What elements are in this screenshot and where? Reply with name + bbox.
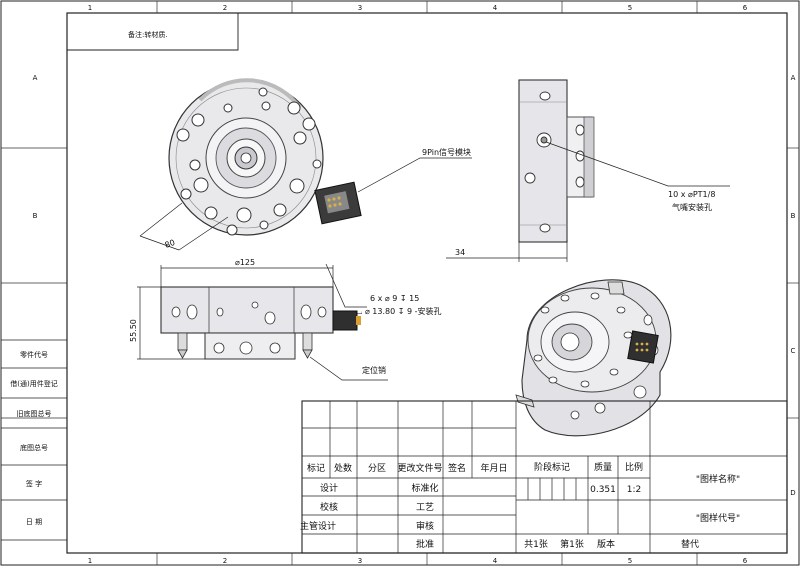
col-label-5-bottom: 5	[628, 557, 632, 565]
left-label-date: 日 期	[26, 518, 42, 526]
col-label-2-bottom: 2	[223, 557, 227, 565]
left-label-part-code: 零件代号	[20, 350, 48, 359]
air-hole-leader	[545, 141, 730, 187]
tb-mid-process: 工艺	[416, 502, 434, 513]
tb-header-zone: 分区	[368, 463, 386, 474]
col-label-3: 3	[358, 4, 362, 12]
tb-scale-value: 1:2	[627, 485, 641, 495]
dim-80-label: 80	[164, 238, 177, 250]
tb-header-mark: 标记	[307, 462, 325, 474]
tb-scale-label: 比例	[625, 461, 643, 473]
left-label-old-base: 旧底图总号	[17, 409, 52, 418]
air-hole-label-1: 10 x ⌀PT1/8	[668, 190, 715, 199]
hole-spec-leader	[325, 263, 367, 308]
tb-mid-standard: 标准化	[411, 482, 438, 494]
tb-sheets-total: 共1张	[524, 539, 548, 550]
row-label-c-right: C	[791, 347, 796, 355]
col-label-1: 1	[88, 4, 92, 12]
tb-header-date: 年月日	[480, 462, 507, 474]
row-label-b-right: B	[791, 212, 796, 220]
side-view	[518, 79, 595, 243]
tb-replace: 替代	[681, 538, 699, 550]
tb-weight-value: 0.351	[590, 485, 616, 495]
col-label-4: 4	[493, 4, 498, 12]
col-label-4-bottom: 4	[493, 557, 498, 565]
dim-34-label: 34	[455, 248, 465, 257]
isometric-view	[515, 279, 672, 437]
col-label-1-bottom: 1	[88, 557, 92, 565]
title-block-grid	[301, 400, 788, 554]
col-label-2: 2	[223, 4, 227, 12]
tb-row-lead-design: 主管设计	[300, 520, 336, 532]
tb-stage-label: 阶段标记	[534, 461, 570, 473]
tb-weight-label: 质量	[594, 461, 612, 473]
left-label-signature: 签 字	[26, 479, 42, 488]
col-label-3-bottom: 3	[358, 557, 362, 565]
tb-mid-approve: 批准	[416, 538, 434, 550]
elevation-view	[160, 286, 361, 360]
left-label-base-number: 底图总号	[20, 443, 48, 452]
dim-125-label: ⌀125	[235, 258, 255, 267]
left-label-borrowed: 借(通)用件登记	[10, 379, 57, 388]
tb-drawing-code: "图样代号"	[696, 512, 740, 524]
row-label-d-right: D	[790, 489, 795, 497]
col-label-6-bottom: 6	[743, 557, 748, 565]
tb-header-count: 处数	[334, 462, 352, 474]
row-label-a-right: A	[791, 74, 796, 82]
module-label: 9Pin信号模块	[422, 147, 471, 157]
tb-mid-review: 审核	[416, 520, 434, 532]
dim-5550	[137, 286, 205, 360]
module-leader	[357, 157, 472, 193]
tb-header-change-doc: 更改文件号	[397, 462, 442, 474]
hole-spec-2: ⌴ ⌀ 13.80 ↧ 9 -安装孔	[356, 306, 442, 316]
row-label-b: B	[33, 212, 38, 220]
col-label-6: 6	[743, 4, 748, 12]
tb-row-check: 校核	[320, 501, 338, 513]
dim-80	[139, 202, 229, 251]
dim-125	[160, 265, 334, 287]
dim-34	[446, 240, 568, 262]
hole-spec-1: 6 x ⌀ 9 ↧ 15	[370, 294, 419, 303]
pin-leader	[309, 356, 388, 381]
dim-5550-label: 55.50	[129, 319, 138, 342]
front-view	[168, 78, 362, 236]
top-note: 备注:转材质.	[128, 30, 168, 39]
tb-drawing-name: "图样名称"	[696, 473, 740, 485]
pin-label: 定位销	[362, 365, 386, 375]
tb-header-signature: 签名	[448, 462, 466, 474]
tb-version: 版本	[597, 538, 615, 550]
col-label-5: 5	[628, 4, 632, 12]
tb-sheet-no: 第1张	[560, 538, 584, 550]
row-label-a: A	[33, 74, 38, 82]
air-hole-label-2: 气嘴安装孔	[672, 202, 712, 212]
left-panel	[1, 339, 67, 541]
note-box	[67, 13, 239, 51]
tb-row-design: 设计	[320, 482, 338, 494]
